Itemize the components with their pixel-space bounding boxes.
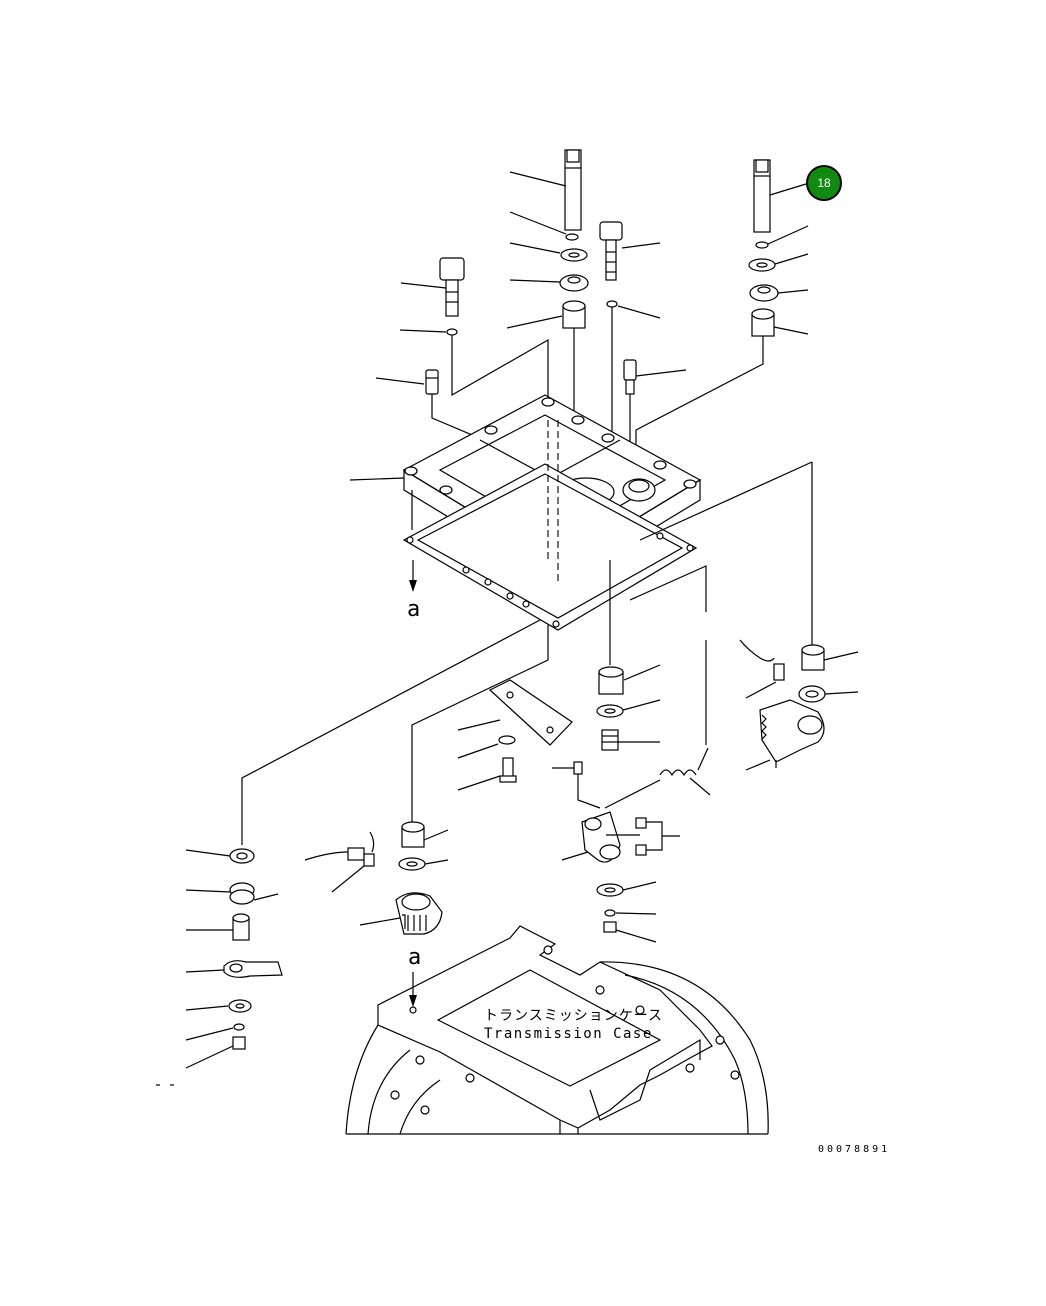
reference-number: 00078891 <box>818 1144 891 1155</box>
harness-wire-left <box>304 831 375 893</box>
washer-lower-center <box>596 881 657 897</box>
lever-arm-left <box>185 960 283 978</box>
snap-ring-lower-center <box>604 909 657 917</box>
view-mark-a-upper: a <box>407 560 420 622</box>
needle-bearing-right <box>635 308 809 465</box>
shift-shaft-right <box>753 159 807 233</box>
spring-left <box>185 882 279 905</box>
callout-badge-number: 18 <box>817 176 831 190</box>
bearing-left <box>509 274 589 292</box>
washer-left <box>509 242 588 262</box>
gasket <box>402 420 698 631</box>
needle-bearing-lower-right <box>801 644 859 671</box>
bearing-right <box>749 284 809 302</box>
plunger-left <box>186 913 250 941</box>
bolt-top-center <box>599 221 661 281</box>
snap-ring-left-lower <box>185 1023 245 1041</box>
sector-lever-right <box>745 699 825 771</box>
harness-wire-right <box>739 639 785 699</box>
callout-badge-18[interactable]: 18 <box>806 165 842 201</box>
case-label-jp: トランスミッションケース <box>484 1008 663 1024</box>
tension-spring <box>604 747 711 809</box>
shift-shaft-left <box>509 149 582 231</box>
detent-pin <box>552 761 601 809</box>
washer-small-mid <box>457 735 516 759</box>
bracket-plate <box>457 679 573 746</box>
spring-center <box>601 729 660 751</box>
washer-right <box>748 253 809 272</box>
nut-lower-center <box>603 921 657 943</box>
washer-lower-right <box>798 685 859 703</box>
needle-bearing-mid-left <box>401 821 449 848</box>
washer-center <box>596 699 661 718</box>
view-mark-a-upper-label: a <box>407 597 420 622</box>
bolt-top-left <box>400 257 465 317</box>
bolt-small-mid <box>457 757 517 791</box>
washer-left-2 <box>185 999 252 1013</box>
snap-ring-left <box>509 211 579 241</box>
transmission-case: トランスミッションケース Transmission Case <box>345 925 769 1135</box>
view-mark-a-lower: a <box>408 945 421 1007</box>
washer-mid-left <box>398 857 449 871</box>
bushing-center <box>598 664 661 695</box>
view-mark-a-lower-label: a <box>408 945 421 970</box>
needle-bearing-left <box>506 300 586 420</box>
gear-selector-left <box>359 892 443 935</box>
case-label-en: Transmission Case <box>484 1026 653 1042</box>
nut-left-lower <box>185 1036 246 1069</box>
washer-left-1 <box>185 848 255 864</box>
shift-lever-center <box>561 811 680 863</box>
snap-ring-right <box>755 225 809 249</box>
